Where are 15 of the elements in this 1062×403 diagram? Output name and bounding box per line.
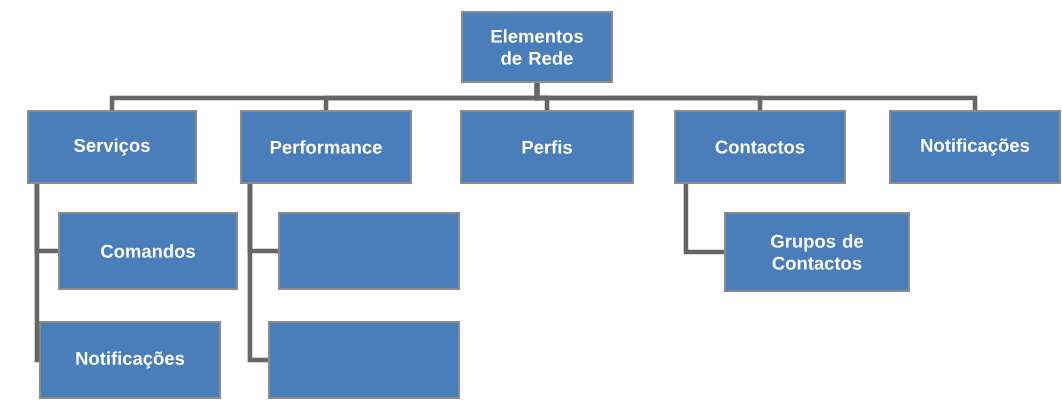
process-box: Performance (239, 109, 413, 185)
empty-box (277, 211, 461, 291)
process-box: Serviços (26, 109, 198, 185)
process-box: Contactos (673, 109, 847, 185)
process-box: Notificações (888, 109, 1062, 185)
connector-line (534, 83, 978, 110)
process-box: Notificações (38, 320, 222, 400)
process-box: Perfis (459, 109, 635, 185)
connector-line (247, 184, 268, 363)
process-box: Grupos de Contactos (723, 211, 911, 293)
process-box: Comandos (57, 211, 239, 291)
connector-line (683, 184, 724, 255)
empty-box (267, 320, 461, 400)
process-box: Elementos de Rede (460, 10, 614, 84)
connector-line (34, 184, 40, 363)
